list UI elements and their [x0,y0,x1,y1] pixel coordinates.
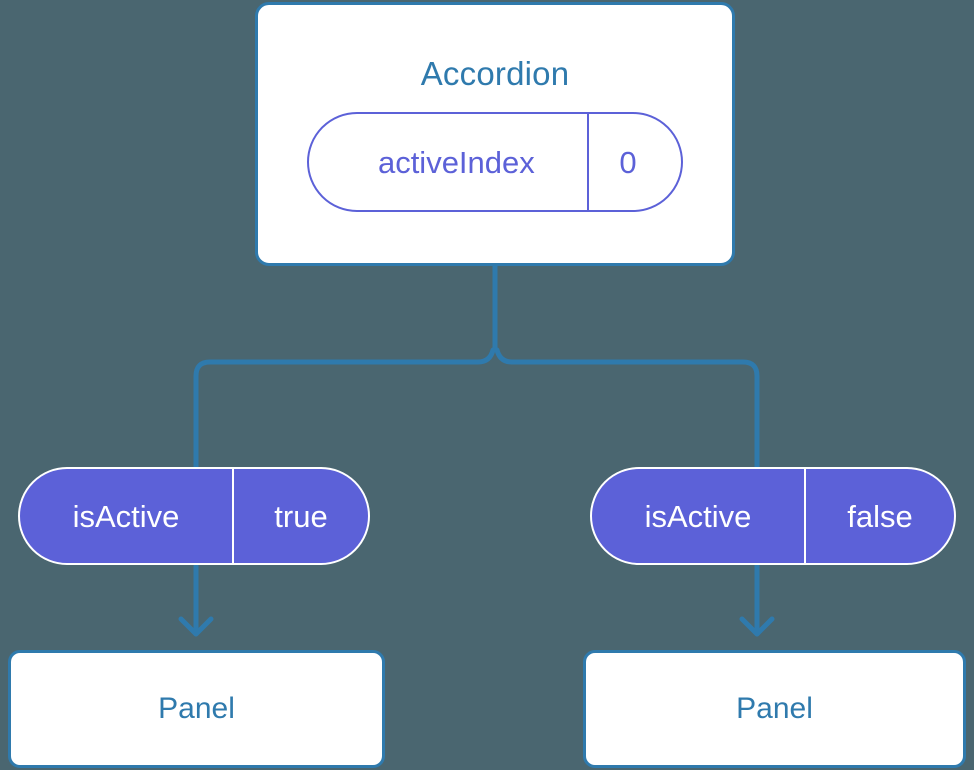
panel-node-left[interactable]: Panel [8,650,385,768]
arrow-right-head-icon [739,616,775,637]
active-index-key: activeIndex [377,144,535,180]
connector-branch-left [193,347,496,471]
is-active-badge-true[interactable]: isActive true [18,467,370,565]
panel-label-left: Panel [158,692,235,725]
is-active-key-right: isActive [644,498,752,534]
arrow-left-head-icon [178,616,214,637]
is-active-value-left: true [232,469,368,563]
connector-branch-right [494,347,760,471]
is-active-badge-false[interactable]: isActive false [590,467,956,565]
active-index-value: 0 [587,114,680,210]
is-active-value-right: false [804,469,954,563]
accordion-node[interactable]: Accordion activeIndex 0 [255,2,735,266]
panel-node-right[interactable]: Panel [583,650,966,768]
panel-label-right: Panel [736,692,813,725]
active-index-prop-pill[interactable]: activeIndex 0 [307,112,683,212]
accordion-title: Accordion [420,55,570,92]
is-active-key-left: isActive [72,498,180,534]
